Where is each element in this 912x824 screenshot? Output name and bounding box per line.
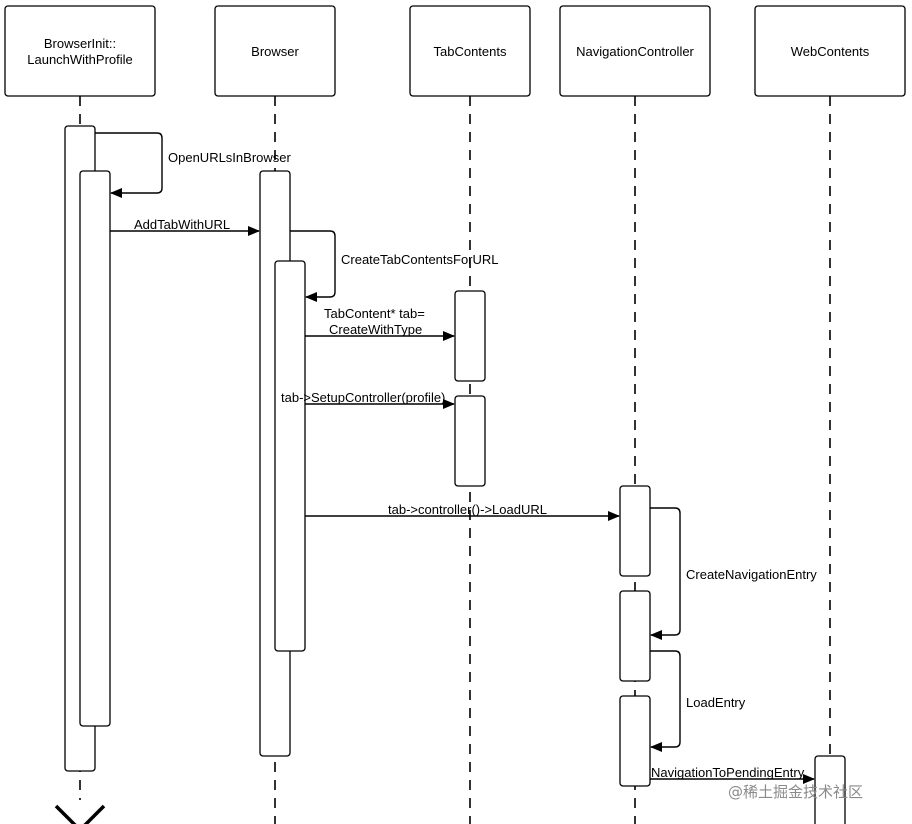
destroy-icon bbox=[54, 804, 106, 824]
message-label: tab->SetupController(profile) bbox=[281, 390, 445, 405]
activation-browserinit-inner bbox=[79, 170, 111, 727]
activation-browser-inner bbox=[274, 260, 306, 652]
participant-navcontroller: NavigationController bbox=[559, 5, 711, 97]
participant-box bbox=[409, 5, 531, 97]
message-arrow bbox=[290, 230, 336, 302]
activation-webcontents bbox=[814, 755, 846, 824]
participant-browser: Browser bbox=[214, 5, 336, 97]
message-arrow bbox=[650, 650, 681, 752]
message-create-tab-contents: CreateTabContentsForURL bbox=[290, 230, 499, 302]
message-label: LoadEntry bbox=[686, 695, 746, 710]
activations bbox=[64, 125, 846, 824]
participant-box bbox=[754, 5, 906, 97]
message-add-tab: AddTabWithURL bbox=[110, 217, 260, 236]
participant-box bbox=[559, 5, 711, 97]
message-label: CreateWithType bbox=[329, 322, 422, 337]
participant-webcontents: WebContents bbox=[754, 5, 906, 97]
participant-tabcontents: TabContents bbox=[409, 5, 531, 97]
participant-box bbox=[214, 5, 336, 97]
message-nav-to-pending: NavigationToPendingEntry bbox=[650, 765, 815, 784]
message-label: OpenURLsInBrowser bbox=[168, 150, 291, 165]
message-label: AddTabWithURL bbox=[134, 217, 230, 232]
participant-label: BrowserInit:: bbox=[44, 36, 116, 51]
activation-navcontroller-2 bbox=[619, 590, 651, 682]
participant-label: Browser bbox=[251, 44, 299, 59]
message-label: TabContent* tab= bbox=[324, 306, 425, 321]
message-load-entry: LoadEntry bbox=[650, 650, 746, 752]
message-load-url: tab->controller()->LoadURL bbox=[305, 502, 620, 521]
message-label: NavigationToPendingEntry bbox=[651, 765, 805, 780]
activation-tabcontents-1 bbox=[454, 290, 486, 382]
message-create-nav-entry: CreateNavigationEntry bbox=[650, 507, 817, 640]
message-arrow bbox=[95, 132, 163, 198]
participant-label: LaunchWithProfile bbox=[27, 52, 133, 67]
activation-tabcontents-2 bbox=[454, 395, 486, 487]
message-arrow bbox=[650, 507, 681, 640]
activation-navcontroller-1 bbox=[619, 485, 651, 577]
message-label: tab->controller()->LoadURL bbox=[388, 502, 547, 517]
message-create-with-type: TabContent* tab= CreateWithType bbox=[305, 306, 455, 341]
participant-label: WebContents bbox=[791, 44, 870, 59]
message-setup-controller: tab->SetupController(profile) bbox=[281, 390, 455, 409]
message-label: CreateNavigationEntry bbox=[686, 567, 817, 582]
activation-navcontroller-3 bbox=[619, 695, 651, 787]
messages: OpenURLsInBrowser AddTabWithURL CreateTa… bbox=[95, 132, 817, 784]
message-open-urls: OpenURLsInBrowser bbox=[95, 132, 291, 198]
participant-browserinit: BrowserInit:: LaunchWithProfile bbox=[4, 5, 156, 97]
participant-label: TabContents bbox=[434, 44, 507, 59]
participant-box bbox=[4, 5, 156, 97]
watermark: @稀土掘金技术社区 bbox=[728, 783, 863, 801]
participant-label: NavigationController bbox=[576, 44, 694, 59]
message-label: CreateTabContentsForURL bbox=[341, 252, 499, 267]
